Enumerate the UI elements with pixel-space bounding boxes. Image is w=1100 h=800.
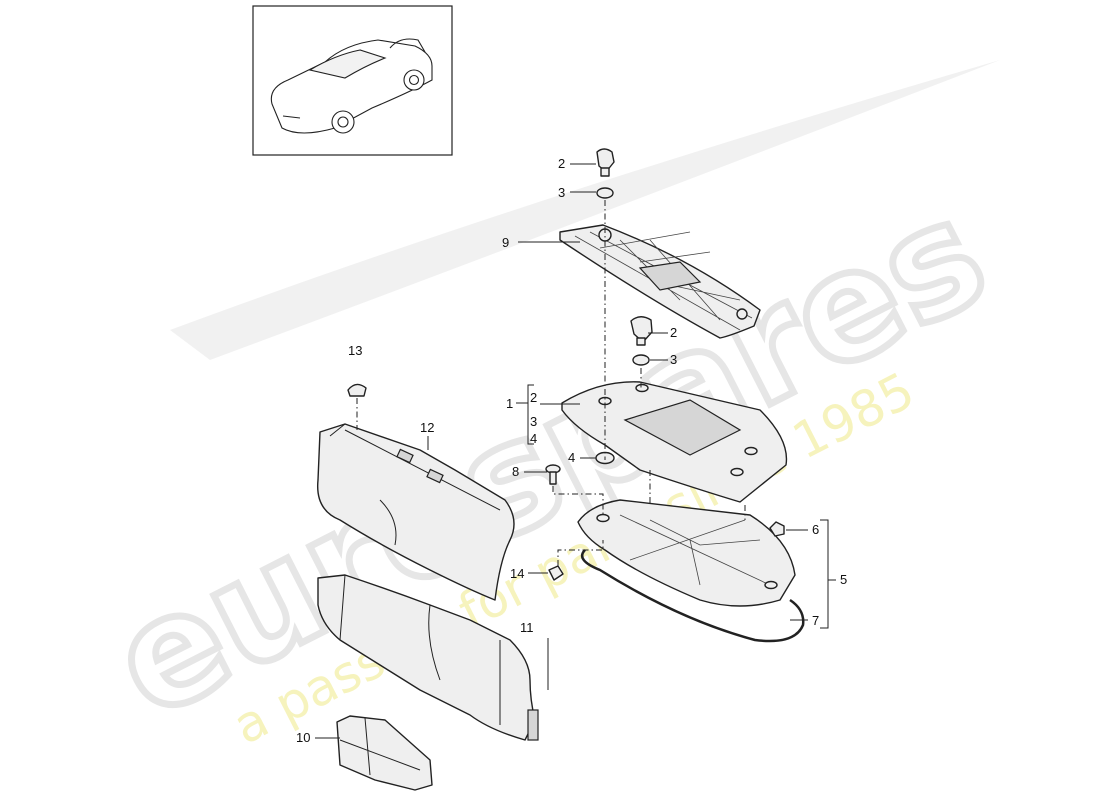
callout-13: 13 (348, 343, 362, 358)
callout-5: 5 (840, 572, 847, 587)
callout-7: 7 (812, 613, 819, 628)
callout-6: 6 (812, 522, 819, 537)
watermark-swoosh (170, 60, 1000, 360)
callouts: 2 3 9 2 3 1 2 3 4 4 8 6 5 7 14 13 12 11 … (296, 156, 847, 745)
callout-3-mid: 3 (670, 352, 677, 367)
part-11-bulkhead (317, 574, 539, 741)
part-2-mid-fastener (630, 316, 653, 346)
callout-12: 12 (420, 420, 434, 435)
callout-11: 11 (520, 620, 534, 635)
watermark: eurospares a passion for parts since 198… (84, 60, 1015, 756)
callout-2-top: 2 (558, 156, 565, 171)
callout-10: 10 (296, 730, 310, 745)
car-thumbnail-icon (270, 38, 433, 134)
callout-4-group: 4 (530, 431, 537, 446)
callout-2-mid: 2 (670, 325, 677, 340)
callout-14: 14 (510, 566, 524, 581)
part-10-duct (336, 715, 433, 791)
part-1-lid-trim (561, 381, 788, 503)
part-12-insulation (316, 423, 515, 601)
part-9-luggage-net (559, 224, 761, 339)
part-5-lid-inner-panel (577, 499, 796, 607)
callout-3-top: 3 (558, 185, 565, 200)
part-13-cap (347, 383, 367, 397)
leader-lines (315, 163, 836, 739)
callout-4: 4 (568, 450, 575, 465)
callout-2-group: 2 (530, 390, 537, 405)
part-8-screw (545, 464, 561, 485)
part-2-top-fastener (596, 148, 615, 177)
callout-8: 8 (512, 464, 519, 479)
callout-9: 9 (502, 235, 509, 250)
callout-3-group: 3 (530, 414, 537, 429)
part-14-clip (548, 565, 564, 581)
part-6-clip (769, 521, 785, 537)
callout-1: 1 (506, 396, 513, 411)
part-3-mid-washer (632, 354, 650, 366)
watermark-brand: eurospares (87, 166, 1011, 752)
vehicle-thumbnail (252, 5, 453, 156)
part-3-top-washer (596, 187, 614, 199)
